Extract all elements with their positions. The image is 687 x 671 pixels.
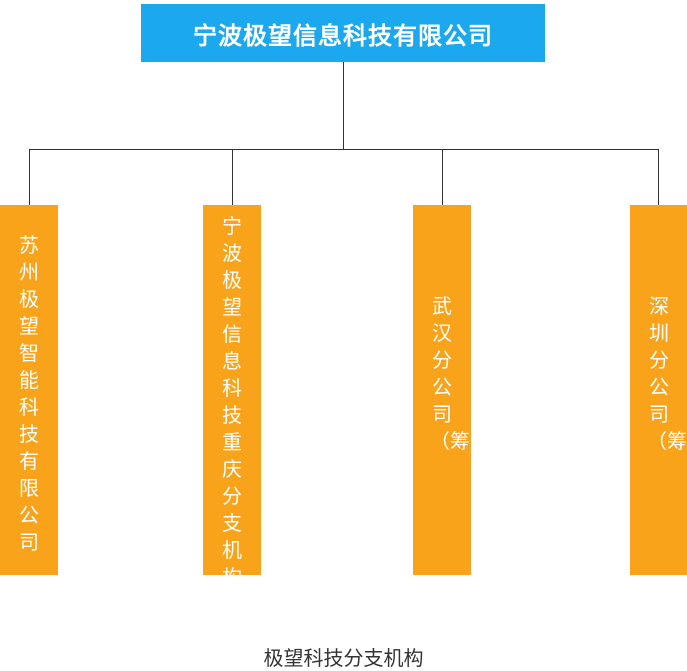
branch-node-shenzhen: 深圳分公司（筹） [630, 205, 687, 575]
connector-branch-0 [29, 149, 30, 205]
connector-branch-3 [658, 149, 659, 205]
branch-node-label: 深圳分公司（筹） [647, 294, 687, 453]
diagram-caption: 极望科技分支机构 [263, 646, 424, 670]
connector-branch-1 [232, 149, 233, 205]
root-node: 宁波极望信息科技有限公司 [141, 4, 545, 62]
branch-node-wuhan: 武汉分公司（筹） [413, 205, 490, 575]
branch-node-chongqing: 宁波极望信息科技重庆分支机构 [203, 205, 261, 589]
branch-node-label: 宁波极望信息科技重庆分支机构 [222, 214, 242, 589]
branch-node-label: 苏州极望智能科技有限公司 [19, 233, 39, 554]
branch-node-suzhou: 苏州极望智能科技有限公司 [0, 205, 58, 575]
connector-root-down [343, 62, 344, 149]
connector-branch-2 [442, 149, 443, 205]
branch-node-label: 武汉分公司（筹） [430, 294, 490, 453]
root-node-label: 宁波极望信息科技有限公司 [193, 21, 493, 50]
connector-horizontal-bus [29, 149, 659, 150]
